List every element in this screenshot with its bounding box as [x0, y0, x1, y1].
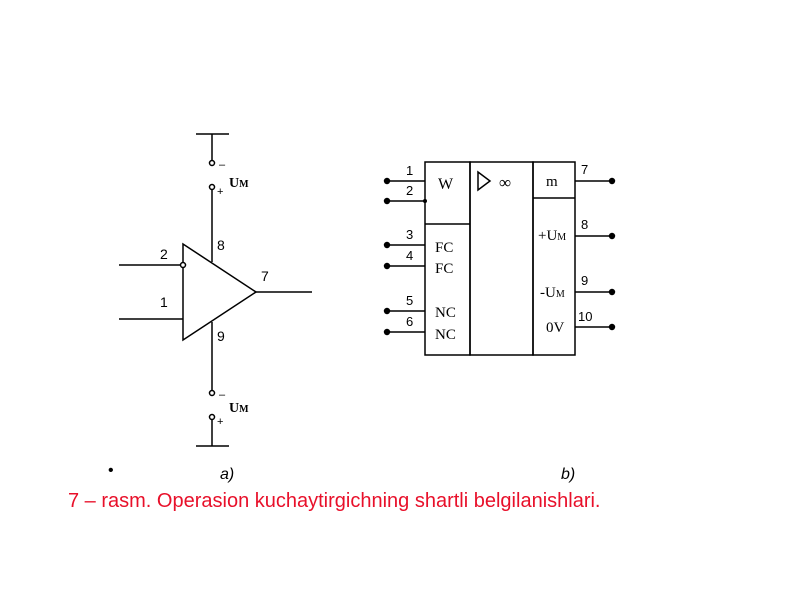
supply-bottom-label: UM	[229, 401, 249, 416]
supply-bottom-plus-sign: +	[217, 416, 223, 428]
supply-top-plus-sign: +	[217, 186, 223, 198]
pin-number-3: 3	[406, 227, 413, 242]
supply-bottom-minus-sign: –	[219, 389, 226, 401]
supply-top-terminal-minus	[208, 159, 216, 167]
opamp-a-labels: 2 1 7 8 9 – + UM – + UM	[160, 159, 269, 428]
pin-label-vpos: 8	[217, 237, 225, 253]
pin-number-2: 2	[406, 183, 413, 198]
opamp-symbol-a	[119, 133, 312, 447]
field-FC-1: FC	[435, 240, 453, 256]
terminal-dot-6	[383, 328, 391, 336]
terminal-dot-5	[383, 307, 391, 315]
pin-label-noninverting: 1	[160, 294, 168, 310]
terminal-dot-3	[383, 241, 391, 249]
bullet-marker: •	[108, 462, 114, 479]
block-right-column	[532, 161, 576, 356]
subcaption-a: a)	[220, 466, 235, 483]
field-m: m	[546, 174, 558, 190]
pin-number-10: 10	[578, 309, 592, 324]
supply-top-terminal-plus	[208, 183, 216, 191]
terminal-dot-1	[383, 177, 391, 185]
field-plus-U: +UM	[538, 228, 566, 244]
opamp-block-b	[387, 161, 612, 356]
inverting-bubble	[179, 261, 187, 269]
block-b-labels: 1 2 3 4 5 6 7 8 9 10 W FC FC NC NC ∞ m +…	[406, 162, 592, 343]
field-FC-2: FC	[435, 261, 453, 277]
pin-number-5: 5	[406, 293, 413, 308]
pin-number-8: 8	[581, 217, 588, 232]
terminal-dot-9	[608, 288, 616, 296]
pin-number-7: 7	[581, 162, 588, 177]
supply-bottom-terminal-minus	[208, 389, 216, 397]
field-0V: 0V	[546, 320, 565, 336]
pin-number-6: 6	[406, 314, 413, 329]
infinity-symbol: ∞	[499, 173, 511, 192]
pin-label-inverting: 2	[160, 246, 168, 262]
block-b-terminals	[383, 177, 616, 336]
field-NC-1: NC	[435, 305, 456, 321]
opamp-triangle	[182, 242, 258, 342]
field-minus-U: -UM	[540, 285, 565, 301]
pin-number-1: 1	[406, 163, 413, 178]
terminal-dot-2	[383, 197, 391, 205]
field-NC-2: NC	[435, 327, 456, 343]
junction-dot-pin-2	[423, 199, 427, 203]
amplifier-triangle-icon	[477, 170, 492, 192]
pin-label-output: 7	[261, 268, 269, 284]
pin-number-9: 9	[581, 273, 588, 288]
supply-bottom-terminal-plus	[208, 413, 216, 421]
terminal-dot-7	[608, 177, 616, 185]
pin-number-4: 4	[406, 248, 413, 263]
terminal-dot-4	[383, 262, 391, 270]
subcaption-b: b)	[561, 466, 576, 483]
field-W: W	[438, 176, 454, 193]
terminal-dot-8	[608, 232, 616, 240]
terminal-dot-10	[608, 323, 616, 331]
supply-top-label: UM	[229, 176, 249, 191]
supply-top-minus-sign: –	[219, 159, 226, 171]
figure-caption: 7 – rasm. Operasion kuchaytirgichning sh…	[68, 490, 601, 512]
pin-label-vneg: 9	[217, 328, 225, 344]
